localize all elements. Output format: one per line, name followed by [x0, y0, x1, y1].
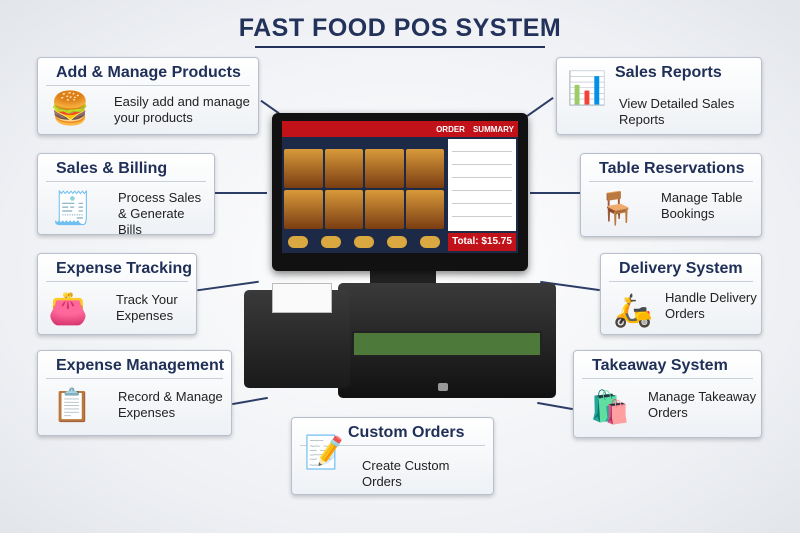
drawer-lock — [438, 383, 448, 391]
card-desc: Process Sales & Generate Bills — [118, 190, 202, 237]
card-desc: Manage Table Bookings — [661, 190, 743, 221]
card-title: Delivery System — [609, 254, 753, 282]
card-title: Add & Manage Products — [46, 58, 250, 86]
summary-label: SUMMARY — [472, 124, 514, 134]
cash-drawer — [338, 283, 556, 398]
pos-monitor: ORDER SUMMARY Total: $15.75 — [272, 113, 528, 271]
card-title: Custom Orders — [300, 418, 485, 446]
card-title: Table Reservations — [589, 154, 753, 182]
card-expense-tracking: Expense Tracking 👛 Track Your Expenses — [37, 253, 197, 335]
card-title: Takeaway System — [582, 351, 753, 379]
card-title: Sales Reports — [615, 64, 722, 81]
card-title: Expense Management — [46, 351, 224, 379]
table-icon: 🪑 — [597, 190, 637, 226]
page-title: FAST FOOD POS SYSTEM — [238, 14, 562, 42]
burger-icon: 🍔 — [50, 90, 90, 126]
card-desc: View Detailed Sales Reports — [619, 96, 735, 127]
wallet-icon: 👛 — [48, 290, 88, 326]
card-takeaway-system: Takeaway System 🛍️ Manage Takeaway Order… — [573, 350, 762, 438]
title-underline — [255, 46, 545, 48]
connector-arrow — [537, 401, 573, 411]
receipt-paper — [272, 283, 332, 313]
card-title: Sales & Billing — [46, 154, 206, 182]
scooter-icon: 🛵 — [613, 292, 653, 328]
screen-header: ORDER SUMMARY — [282, 121, 518, 137]
card-delivery-system: Delivery System 🛵 Handle Delivery Orders — [600, 253, 762, 335]
clipboard-dollar-icon: 📋 — [52, 387, 92, 423]
pos-screen[interactable]: ORDER SUMMARY Total: $15.75 — [282, 121, 518, 253]
card-desc: Create Custom Orders — [362, 458, 450, 489]
connector-arrow — [530, 192, 580, 194]
card-add-manage-products: Add & Manage Products 🍔 Easily add and m… — [37, 57, 259, 135]
card-sales-reports: Sales Reports 📊 View Detailed Sales Repo… — [556, 57, 762, 135]
order-total: Total: $15.75 — [448, 233, 516, 251]
card-desc: Easily add and manage your products — [114, 94, 250, 125]
card-custom-orders: Custom Orders 📝 Create Custom Orders — [291, 417, 494, 495]
connector-arrow — [215, 192, 267, 194]
card-sales-billing: Sales & Billing 🧾 Process Sales & Genera… — [37, 153, 215, 237]
card-title: Expense Tracking — [46, 254, 192, 282]
card-table-reservations: Table Reservations 🪑 Manage Table Bookin… — [580, 153, 762, 237]
menu-grid[interactable] — [284, 149, 444, 229]
connector-arrow — [260, 99, 280, 115]
card-desc: Manage Takeaway Orders — [648, 389, 757, 420]
card-expense-management: Expense Management 📋 Record & Manage Exp… — [37, 350, 232, 436]
card-desc: Track Your Expenses — [116, 292, 178, 323]
checklist-icon: 📝 — [304, 434, 344, 470]
category-row[interactable] — [284, 232, 444, 251]
card-desc: Handle Delivery Orders — [665, 290, 757, 321]
order-label: ORDER — [436, 124, 465, 134]
order-summary — [448, 139, 516, 231]
bag-icon: 🛍️ — [590, 389, 630, 425]
bar-chart-icon: 📊 — [567, 70, 607, 106]
cash-tray — [352, 331, 542, 357]
receipt-printer-icon: 🧾 — [52, 190, 92, 226]
connector-arrow — [232, 396, 268, 406]
connector-arrow — [526, 97, 554, 117]
card-desc: Record & Manage Expenses — [118, 389, 223, 420]
